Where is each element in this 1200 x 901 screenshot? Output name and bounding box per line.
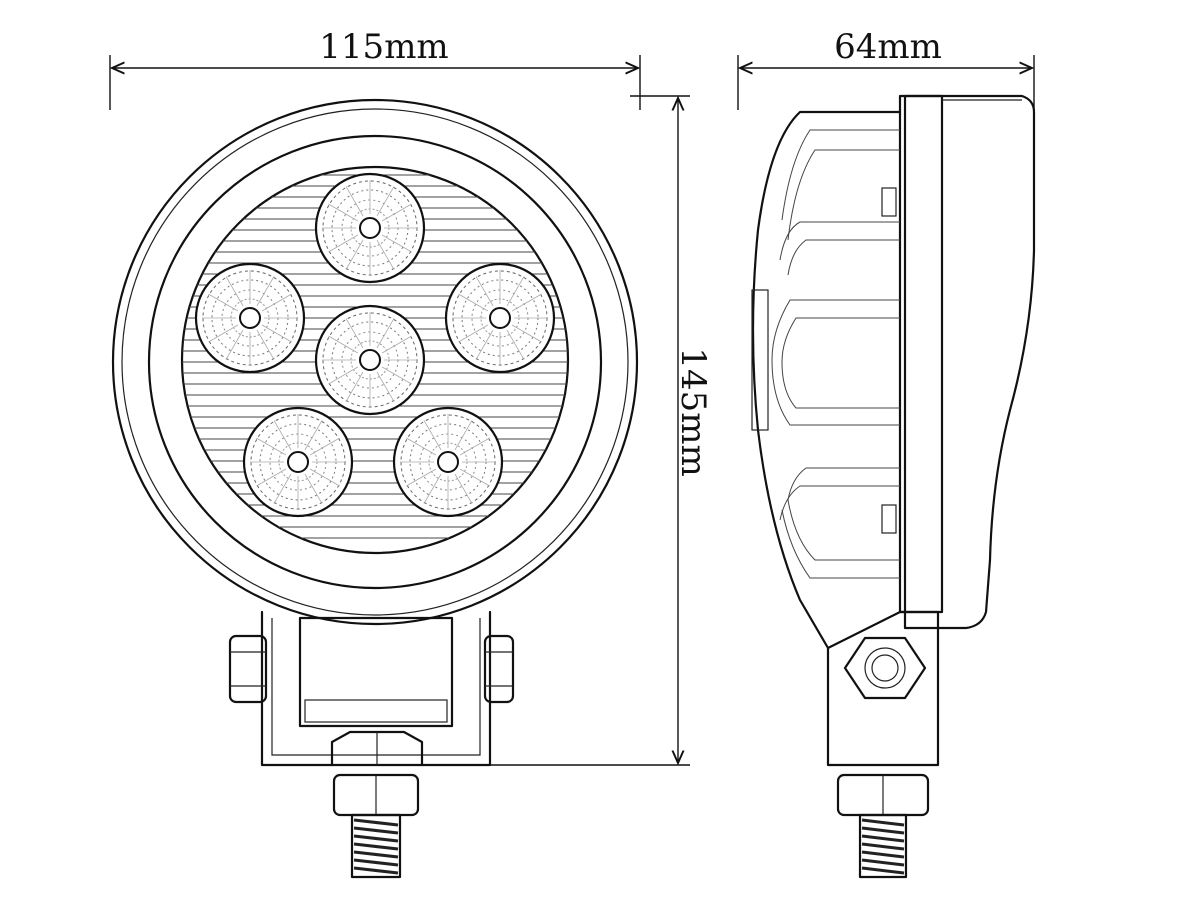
depth-label: 64mm bbox=[834, 27, 942, 67]
led-group bbox=[194, 172, 556, 518]
side-view bbox=[751, 94, 1036, 879]
cable-gland bbox=[332, 773, 420, 879]
side-cable-gland bbox=[836, 773, 930, 879]
led-chip bbox=[359, 349, 381, 371]
width-label: 115mm bbox=[319, 27, 448, 67]
lens-outline bbox=[180, 165, 570, 555]
housing-inner-ring bbox=[121, 108, 629, 616]
led-chip bbox=[489, 307, 511, 329]
dimension-depth: 64mm bbox=[737, 27, 1035, 110]
led-chip bbox=[437, 451, 459, 473]
led-reflector bbox=[194, 262, 306, 374]
led-chip bbox=[239, 307, 261, 329]
led-reflector bbox=[392, 406, 504, 518]
dimension-height: 145mm bbox=[490, 95, 713, 766]
side-nut bbox=[843, 636, 927, 700]
mounting-bracket bbox=[228, 610, 515, 767]
side-bracket bbox=[826, 610, 940, 767]
housing-outer-ring bbox=[111, 98, 639, 626]
side-body bbox=[751, 110, 902, 650]
led-reflector bbox=[444, 262, 556, 374]
dimension-width: 115mm bbox=[109, 27, 641, 110]
bezel-ring bbox=[147, 134, 603, 590]
side-bezel bbox=[903, 94, 1036, 630]
front-view bbox=[111, 98, 639, 879]
led-reflector bbox=[242, 406, 354, 518]
led-reflector bbox=[314, 172, 426, 284]
height-label: 145mm bbox=[673, 347, 713, 476]
led-chip bbox=[359, 217, 381, 239]
led-reflector bbox=[314, 304, 426, 416]
led-chip bbox=[287, 451, 309, 473]
